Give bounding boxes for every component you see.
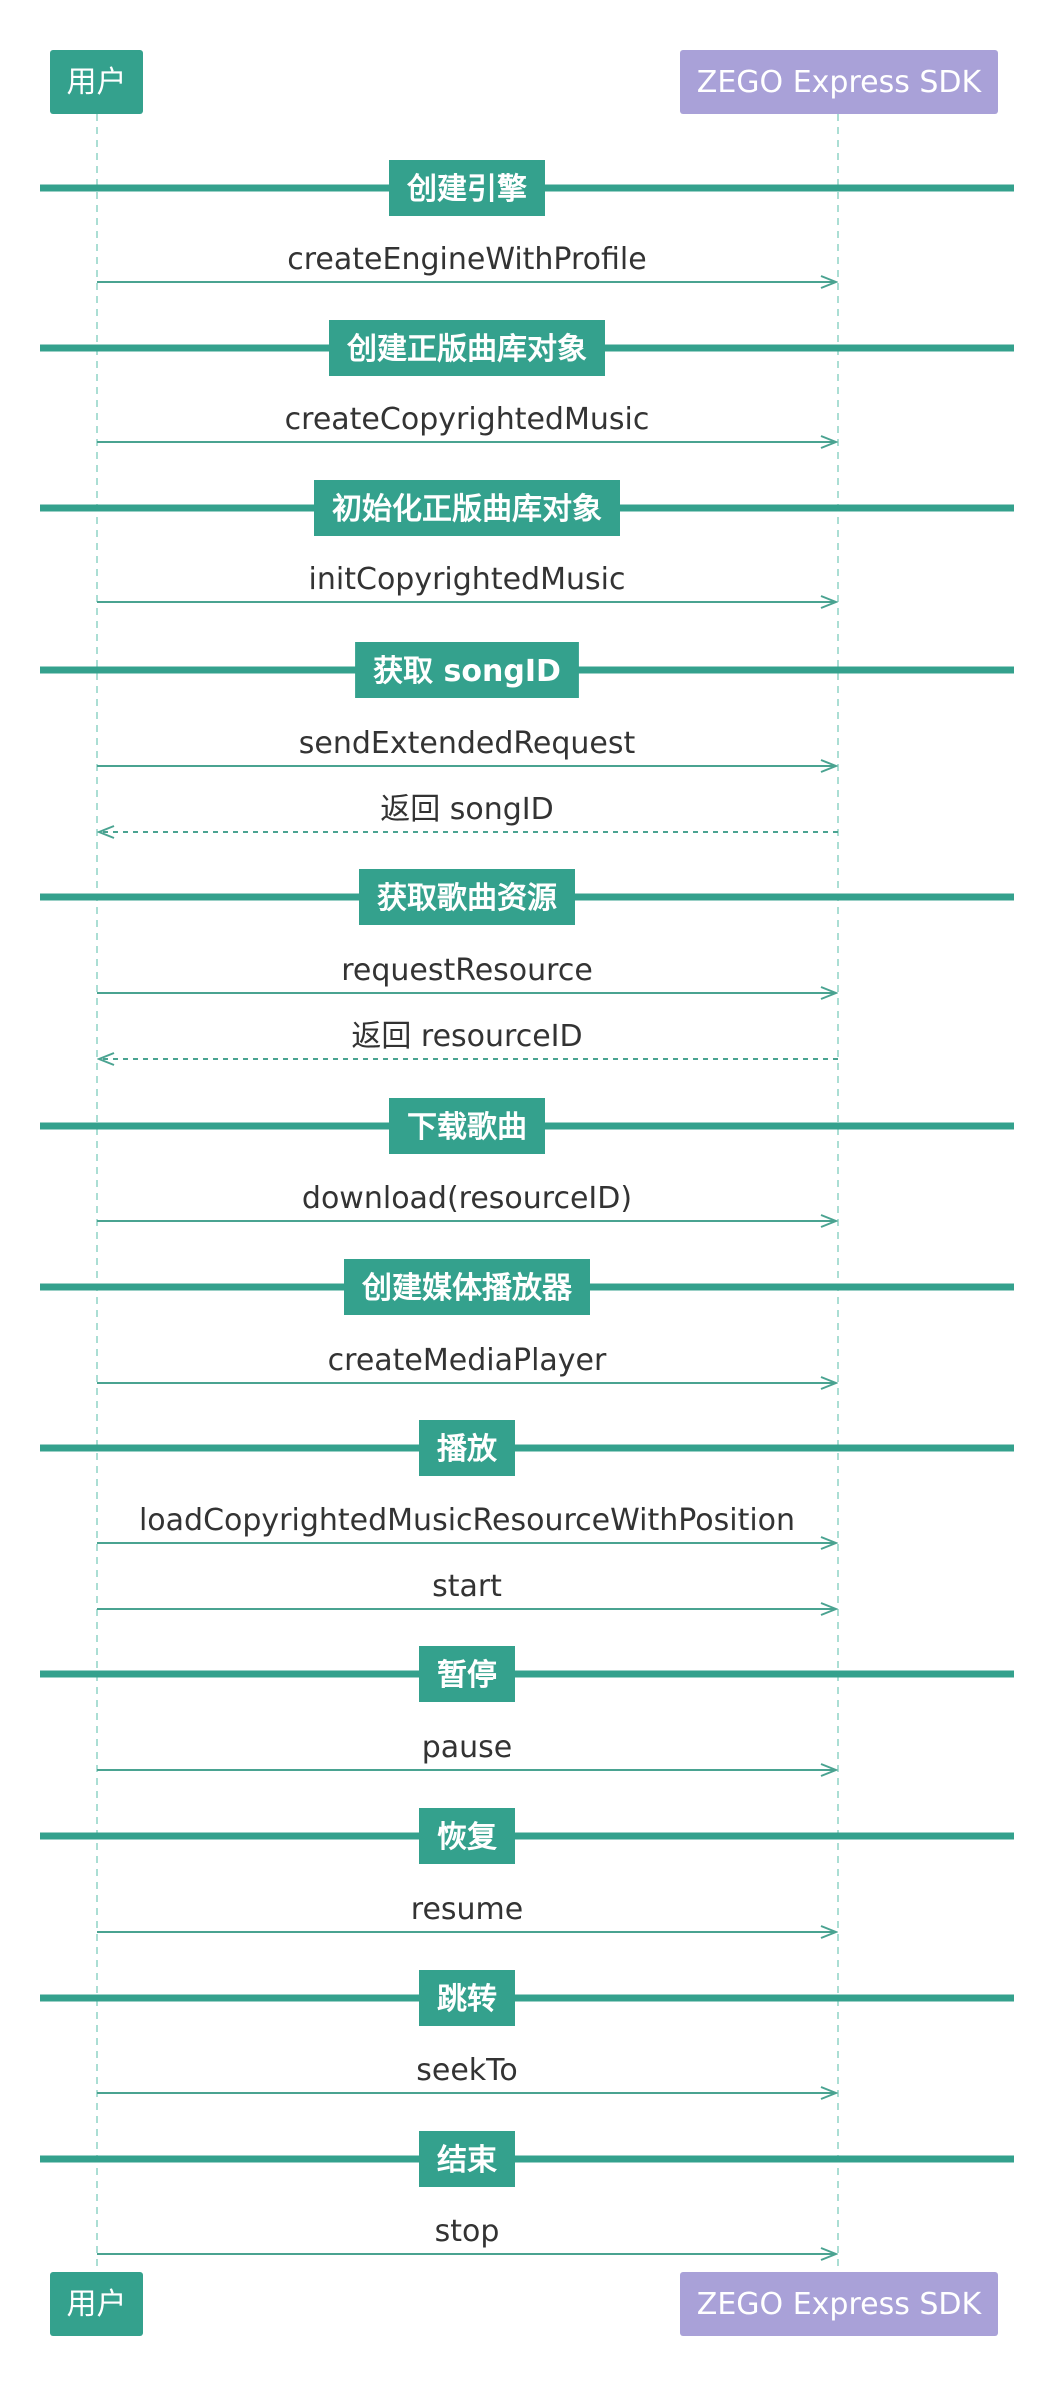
actor-sdk-label: ZEGO Express SDK — [697, 2287, 983, 2322]
message: start — [97, 1569, 836, 1609]
actor-sdk-bottom: ZEGO Express SDK — [680, 2272, 998, 2336]
section-box — [355, 642, 579, 698]
message-label: resume — [411, 1892, 523, 1927]
section-box — [389, 160, 545, 216]
message: download(resourceID) — [97, 1181, 836, 1221]
section-label: 暂停 — [437, 1658, 497, 1693]
section-label: 下载歌曲 — [407, 1110, 527, 1145]
section-divider: 暂停 — [40, 1646, 1014, 1702]
section-divider: 创建正版曲库对象 — [40, 320, 1014, 376]
section-divider: 获取歌曲资源 — [40, 869, 1014, 925]
section-divider: 播放 — [40, 1420, 1014, 1476]
message-label: 返回 songID — [380, 792, 554, 827]
message-label: sendExtendedRequest — [299, 726, 636, 761]
message: loadCopyrightedMusicResourceWithPosition — [97, 1503, 836, 1543]
actor-user-top: 用户 — [50, 50, 143, 114]
message: seekTo — [97, 2053, 836, 2093]
message-label: seekTo — [416, 2053, 518, 2088]
message-label: createMediaPlayer — [328, 1343, 607, 1378]
message: 返回 resourceID — [99, 1019, 838, 1059]
section-label: 跳转 — [437, 1982, 497, 2017]
message-label: initCopyrightedMusic — [309, 562, 626, 597]
message-label: requestResource — [341, 953, 593, 988]
message: sendExtendedRequest — [97, 726, 836, 766]
section-label: 初始化正版曲库对象 — [332, 492, 602, 527]
message: pause — [97, 1730, 836, 1770]
section-label: 获取歌曲资源 — [377, 881, 557, 916]
steps-layer: 创建引擎 createEngineWithProfile 创建正版曲库对象 creat… — [40, 160, 1014, 2254]
message: stop — [97, 2214, 836, 2254]
actor-sdk-top: ZEGO Express SDK — [680, 50, 998, 114]
section-box — [389, 1098, 545, 1154]
section-divider: 初始化正版曲库对象 — [40, 480, 1014, 536]
message: resume — [97, 1892, 836, 1932]
section-divider: 恢复 — [40, 1808, 1014, 1864]
message-label: loadCopyrightedMusicResourceWithPosition — [139, 1503, 795, 1538]
message-label: download(resourceID) — [302, 1181, 632, 1216]
section-label: 恢复 — [437, 1820, 497, 1855]
actor-sdk-label: ZEGO Express SDK — [697, 65, 983, 100]
section-box — [419, 1808, 515, 1864]
message-label: pause — [422, 1730, 513, 1765]
message: createEngineWithProfile — [97, 242, 836, 282]
message: initCopyrightedMusic — [97, 562, 836, 602]
section-box — [419, 1970, 515, 2026]
message-label: start — [432, 1569, 502, 1604]
message-label: stop — [435, 2214, 500, 2249]
message-label: createCopyrightedMusic — [285, 402, 650, 437]
message-label: 返回 resourceID — [351, 1019, 582, 1054]
message: requestResource — [97, 953, 836, 993]
section-divider: 下载歌曲 — [40, 1098, 1014, 1154]
section-divider: 获取 songID — [40, 642, 1014, 698]
section-box — [314, 480, 620, 536]
section-box — [329, 320, 605, 376]
message-label: createEngineWithProfile — [287, 242, 646, 277]
section-label: 创建媒体播放器 — [361, 1271, 573, 1306]
actor-user-bottom: 用户 — [50, 2272, 143, 2336]
section-box — [419, 1646, 515, 1702]
section-label: 播放 — [437, 1432, 498, 1467]
message: 返回 songID — [99, 792, 838, 832]
section-label: 创建正版曲库对象 — [346, 332, 587, 367]
section-box — [359, 869, 575, 925]
section-box — [344, 1259, 590, 1315]
actor-user-label: 用户 — [67, 2287, 127, 2322]
actor-user-label: 用户 — [67, 65, 127, 100]
section-divider: 跳转 — [40, 1970, 1014, 2026]
message: createCopyrightedMusic — [97, 402, 836, 442]
section-divider: 创建引擎 — [40, 160, 1014, 216]
section-box — [419, 2131, 515, 2187]
section-label: 获取 songID — [373, 654, 561, 689]
section-divider: 结束 — [40, 2131, 1014, 2187]
section-label: 结束 — [437, 2143, 497, 2178]
section-label: 创建引擎 — [406, 172, 527, 207]
section-divider: 创建媒体播放器 — [40, 1259, 1014, 1315]
section-box — [419, 1420, 515, 1476]
message: createMediaPlayer — [97, 1343, 836, 1383]
